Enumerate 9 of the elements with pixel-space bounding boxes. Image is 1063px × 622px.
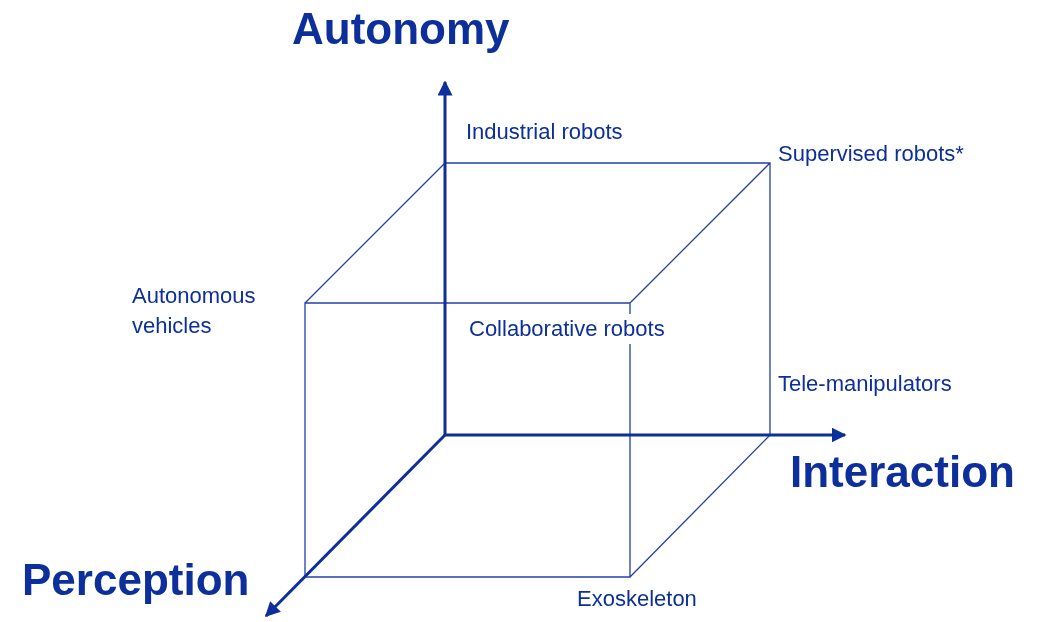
corner-label: Industrial robots [466, 118, 623, 146]
corner-label: Supervised robots* [778, 140, 964, 168]
axis-title: Interaction [790, 447, 1015, 497]
corner-label: Autonomous vehicles [132, 282, 257, 340]
corner-label: Collaborative robots [469, 314, 665, 344]
corner-label: Tele-manipulators [778, 370, 952, 398]
axis-title: Autonomy [292, 4, 510, 54]
axis-title: Perception [22, 555, 250, 605]
corner-label: Exoskeleton [577, 585, 697, 613]
